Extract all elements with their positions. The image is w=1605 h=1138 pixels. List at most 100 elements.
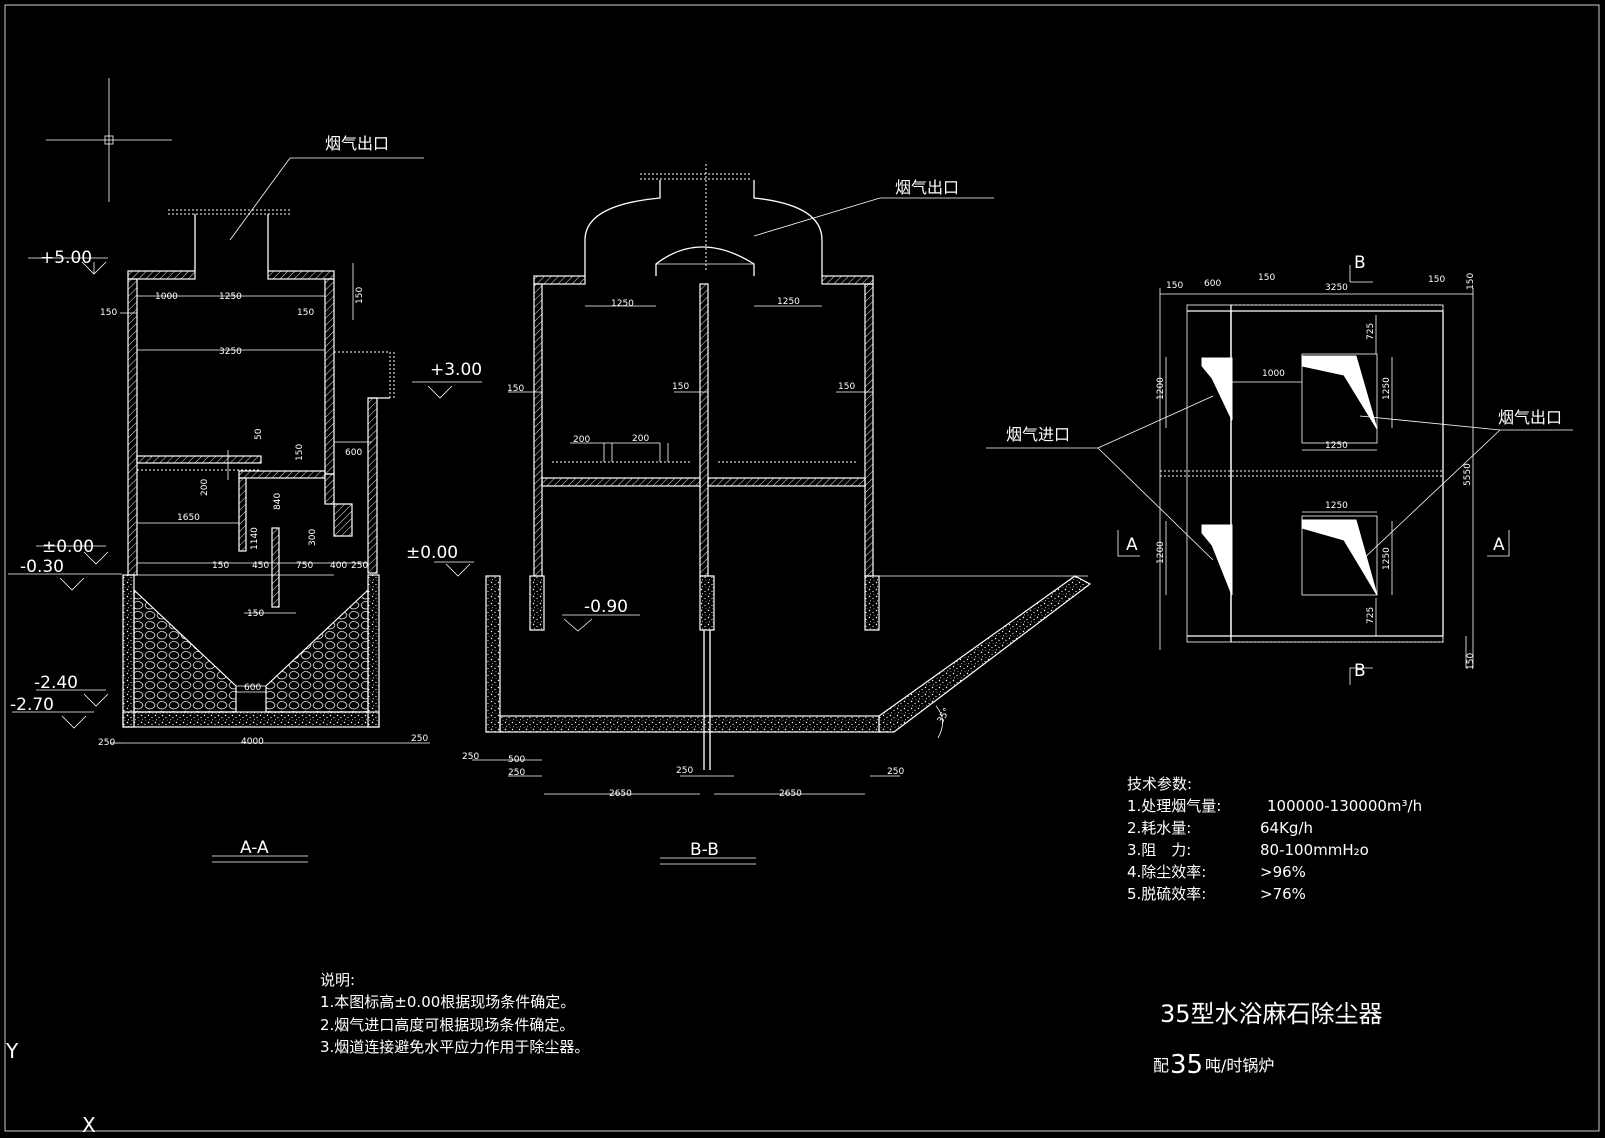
ucs-axis-icon: Y X <box>5 1039 96 1137</box>
dim-bb-2650a: 2650 <box>609 789 632 799</box>
tech-row-3-label: 3.阻 力: <box>1127 841 1191 859</box>
level-z000-right: ±0.00 <box>406 543 458 563</box>
level-m270: -2.70 <box>10 695 54 715</box>
dim-aa-250c: 250 <box>411 734 428 744</box>
level-marker-aa-m030 <box>8 573 122 591</box>
tech-params: 技术参数: 1.处理烟气量: 100000-130000m³/h 2.耗水量: … <box>1127 775 1422 903</box>
section-bb-title: B-B <box>690 840 719 860</box>
section-mark-b-top: B <box>1354 253 1366 273</box>
tech-row-1-value: 100000-130000m³/h <box>1267 797 1422 815</box>
section-aa-drawing <box>8 157 482 863</box>
section-mark-a-right: A <box>1493 535 1505 555</box>
dim-plan-150-vert-b: 150 <box>1466 653 1476 670</box>
dim-bb-150a: 150 <box>507 384 524 394</box>
spray-nozzles <box>552 443 856 463</box>
dim-plan-1200b: 1200 <box>1156 541 1166 564</box>
plan-view-drawing <box>986 265 1573 685</box>
drawing-frame <box>4 4 1600 1132</box>
dim-plan-1250a: 1250 <box>1325 441 1348 451</box>
section-mark-b-bottom: B <box>1354 661 1366 681</box>
dim-bb-1250b: 1250 <box>777 297 800 307</box>
dim-aa-750: 750 <box>296 561 313 571</box>
notes-item-3: 3.烟道连接避免水平应力作用于除尘器。 <box>320 1038 589 1056</box>
tech-row-5-value: >76% <box>1260 885 1306 903</box>
section-aa-title: A-A <box>240 838 269 858</box>
tech-row-2-label: 2.耗水量: <box>1127 819 1191 837</box>
tech-row-5-label: 5.脱硫效率: <box>1127 885 1206 903</box>
drawing-subtitle: 配 35 吨/时锅炉 <box>1153 1050 1274 1080</box>
section-mark-a-left: A <box>1126 535 1138 555</box>
dim-aa-150-vert: 150 <box>355 287 365 304</box>
level-marker-aa-z000 <box>36 545 109 565</box>
aa-flue-outlet-label: 烟气出口 <box>325 134 389 153</box>
drawing-title: 35型水浴麻石除尘器 <box>1160 1000 1383 1028</box>
tech-row-4-value: >96% <box>1260 863 1306 881</box>
dim-aa-250a: 250 <box>351 561 368 571</box>
level-p500: +5.00 <box>40 248 92 268</box>
dim-plan-5550: 5550 <box>1463 463 1473 486</box>
crosshair-cursor <box>46 78 172 202</box>
notes-item-2: 2.烟气进口高度可根据现场条件确定。 <box>320 1016 574 1034</box>
dim-bb-200a: 200 <box>573 435 590 445</box>
dim-plan-150a: 150 <box>1166 281 1183 291</box>
tech-row-3-value: 80-100mmH₂o <box>1260 841 1369 859</box>
level-marker-aa-p300 <box>412 381 482 399</box>
dim-aa-50-vert: 50 <box>254 428 264 440</box>
subtitle-prefix: 配 <box>1153 1056 1169 1075</box>
tech-row-1-label: 1.处理烟气量: <box>1127 797 1221 815</box>
dim-bb-500: 500 <box>508 755 525 765</box>
dim-plan-150-vert: 150 <box>1466 273 1476 290</box>
level-m240: -2.40 <box>34 673 78 693</box>
level-marker-aa-z000b <box>434 561 474 577</box>
bb-flue-outlet-label: 烟气出口 <box>895 178 959 197</box>
ucs-y-label: Y <box>5 1039 19 1063</box>
dim-plan-1250d: 1250 <box>1382 547 1392 570</box>
dim-aa-150c: 150 <box>212 561 229 571</box>
dim-plan-1000: 1000 <box>1262 369 1285 379</box>
notes-title: 说明: <box>320 971 355 989</box>
dim-plan-600: 600 <box>1204 279 1221 289</box>
dim-plan-725a: 725 <box>1366 323 1376 340</box>
notes: 说明: 1.本图标高±0.00根据现场条件确定。 2.烟气进口高度可根据现场条件… <box>320 971 589 1056</box>
dim-aa-300-vert: 300 <box>308 529 318 546</box>
dim-plan-150b: 150 <box>1258 273 1275 283</box>
dim-aa-1140-vert: 1140 <box>250 527 260 550</box>
level-marker-aa-p500 <box>28 257 108 275</box>
plan-flue-inlet-label: 烟气进口 <box>1006 425 1070 444</box>
level-marker-aa-m270 <box>12 711 94 729</box>
dim-bb-250b: 250 <box>508 768 525 778</box>
dim-plan-1200a: 1200 <box>1156 377 1166 400</box>
tech-title: 技术参数: <box>1127 775 1192 793</box>
plan-flue-outlet-label: 烟气出口 <box>1498 408 1562 427</box>
dim-aa-1650: 1650 <box>177 513 200 523</box>
dim-aa-840-vert: 840 <box>273 493 283 510</box>
dim-bb-250d: 250 <box>887 767 904 777</box>
dim-bb-200b: 200 <box>632 434 649 444</box>
dim-bb-150c: 150 <box>838 382 855 392</box>
dim-bb-250c: 250 <box>676 766 693 776</box>
dim-plan-150c: 150 <box>1428 275 1445 285</box>
notes-item-1: 1.本图标高±0.00根据现场条件确定。 <box>320 993 575 1011</box>
dim-plan-725b: 725 <box>1366 607 1376 624</box>
dim-aa-600b: 600 <box>244 683 261 693</box>
dim-plan-3250: 3250 <box>1325 283 1348 293</box>
dim-bb-150b: 150 <box>672 382 689 392</box>
dim-bb-250a: 250 <box>462 752 479 762</box>
tech-row-2-value: 64Kg/h <box>1260 819 1313 837</box>
dim-aa-400: 400 <box>330 561 347 571</box>
dim-plan-1250b: 1250 <box>1325 501 1348 511</box>
level-m030: -0.30 <box>20 557 64 577</box>
dim-aa-1000: 1000 <box>155 292 178 302</box>
dim-aa-150-vert-b: 150 <box>295 444 305 461</box>
subtitle-suffix: 吨/时锅炉 <box>1205 1056 1274 1075</box>
subtitle-number: 35 <box>1170 1050 1203 1080</box>
level-z000-aa: ±0.00 <box>42 537 94 557</box>
level-marker-bb-m090 <box>562 614 640 632</box>
dim-aa-600: 600 <box>345 448 362 458</box>
ucs-x-label: X <box>82 1113 96 1137</box>
level-marker-aa-m240 <box>36 689 109 707</box>
level-p300: +3.00 <box>430 360 482 380</box>
dim-aa-4000: 4000 <box>241 737 264 747</box>
dim-aa-1250: 1250 <box>219 292 242 302</box>
